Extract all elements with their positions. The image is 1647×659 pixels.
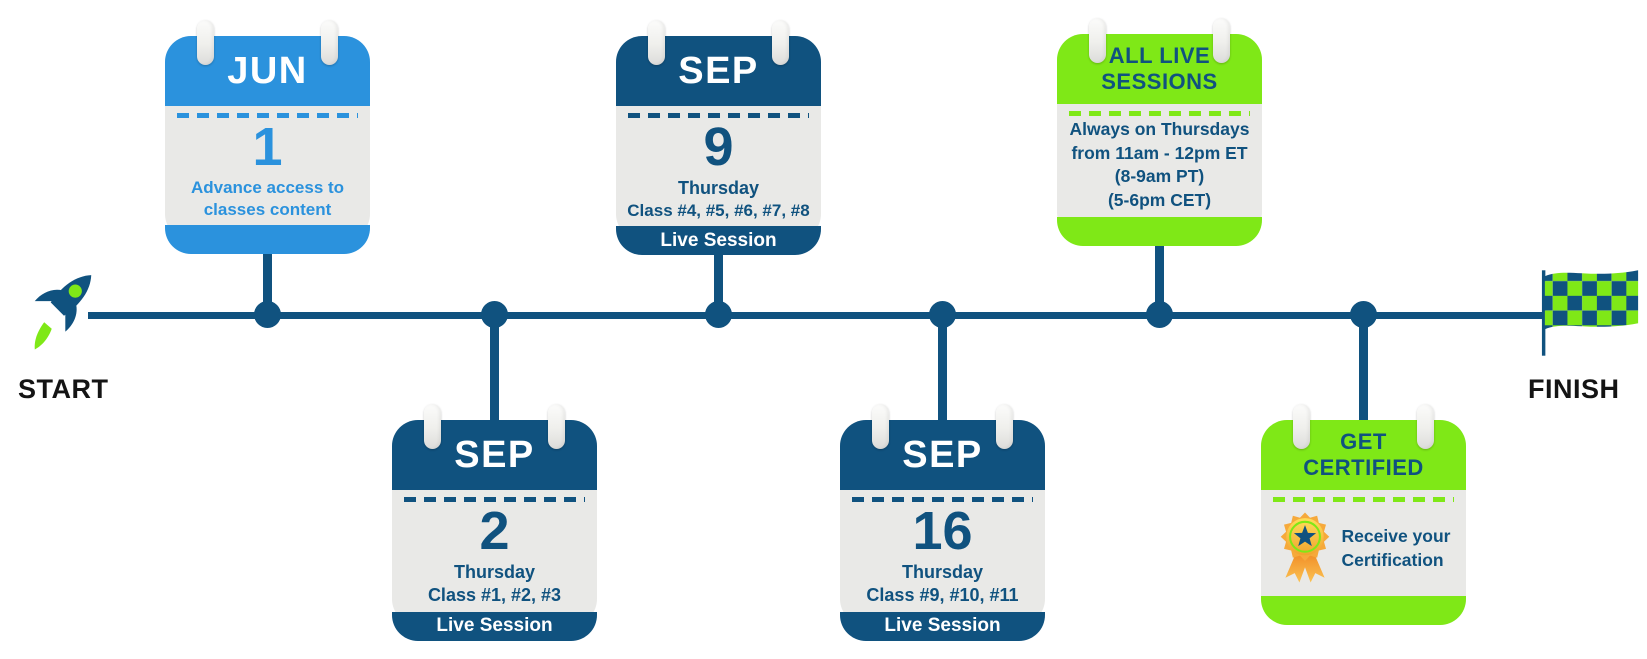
binder-ring-icon <box>1213 18 1230 63</box>
day-number: 2 <box>479 501 510 561</box>
card-footer <box>1057 216 1262 246</box>
card-body: 9 Thursday Class #4, #5, #6, #7, #8 <box>616 118 821 226</box>
card-header: ALL LIVE SESSIONS <box>1057 34 1262 104</box>
timeline-node-dot <box>1146 301 1173 328</box>
card-header: GET CERTIFIED <box>1261 420 1466 490</box>
card-sep-2: SEP 2 Thursday Class #1, #2, #3 Live Ses… <box>392 404 597 641</box>
dashed-separator <box>628 113 809 118</box>
binder-ring-icon <box>996 404 1013 449</box>
timeline-node-dot <box>705 301 732 328</box>
card-sep-9: SEP 9 Thursday Class #4, #5, #6, #7, #8 … <box>616 20 821 256</box>
timeline-node-dot <box>481 301 508 328</box>
card-all-live-sessions: ALL LIVE SESSIONS Always on Thursdays fr… <box>1057 18 1262 246</box>
timeline-connector <box>1155 230 1164 316</box>
card-body: 16 Thursday Class #9, #10, #11 <box>840 502 1045 612</box>
card-title-line: CERTIFIED <box>1303 455 1424 480</box>
timeline-node-dot <box>1350 301 1377 328</box>
dashed-separator <box>852 497 1033 502</box>
timeline-connector <box>938 315 947 423</box>
binder-ring-icon <box>1293 404 1310 449</box>
start-label: START <box>18 374 109 404</box>
card-header: SEP <box>616 36 821 106</box>
card-text-line: Certification <box>1341 550 1444 570</box>
dashed-separator <box>177 113 358 118</box>
month-label: SEP <box>454 434 535 476</box>
dashed-separator <box>1273 497 1454 502</box>
card-text-line: Thursday <box>453 562 536 582</box>
timeline-connector <box>1359 315 1368 423</box>
card-text-line: classes content <box>203 200 332 220</box>
day-number: 9 <box>703 117 734 177</box>
card-text-line: Thursday <box>677 178 760 198</box>
card-body: 1 Advance access to classes content <box>165 118 370 225</box>
month-label: SEP <box>902 434 983 476</box>
card-header: JUN <box>165 36 370 106</box>
dashed-separator <box>1069 111 1250 116</box>
checkered-flag-icon <box>1538 266 1644 365</box>
card-title-line: GET <box>1340 429 1387 455</box>
card-text-line: (8-9am PT) <box>1114 166 1205 187</box>
live-session-badge: Live Session <box>616 226 821 256</box>
card-footer <box>165 225 370 255</box>
rocket-icon <box>16 262 110 363</box>
live-session-badge: Live Session <box>840 611 1045 641</box>
day-number: 1 <box>252 117 283 177</box>
card-body: Always on Thursdays from 11am - 12pm ET … <box>1057 116 1262 217</box>
timeline-connector <box>714 230 723 316</box>
card-text-line: Receive your <box>1341 526 1451 547</box>
card-sep-16: SEP 16 Thursday Class #9, #10, #11 Live … <box>840 404 1045 641</box>
card-text-line: Class #9, #10, #11 <box>866 585 1019 606</box>
timeline-node-dot <box>929 301 956 328</box>
card-text-line: Advance access to <box>190 178 345 197</box>
binder-ring-icon <box>1089 18 1106 63</box>
binder-ring-icon <box>872 404 889 449</box>
card-header: SEP <box>392 420 597 490</box>
timeline-connector <box>263 230 272 316</box>
card-jun-1: JUN 1 Advance access to classes content <box>165 20 370 255</box>
card-text-line: (5-6pm CET) <box>1107 189 1212 210</box>
finish-label: FINISH <box>1528 374 1620 404</box>
timeline-node-dot <box>254 301 281 328</box>
card-title-line: ALL LIVE <box>1108 43 1211 69</box>
card-body: 2 Thursday Class #1, #2, #3 <box>392 502 597 612</box>
day-number: 16 <box>912 501 973 561</box>
card-get-certified: GET CERTIFIED <box>1261 404 1466 625</box>
card-text-line: Always on Thursdays <box>1069 119 1250 139</box>
timeline-connector <box>490 315 499 423</box>
binder-ring-icon <box>1417 404 1434 449</box>
month-label: JUN <box>227 50 308 92</box>
binder-ring-icon <box>321 20 338 65</box>
card-text-line: Thursday <box>901 562 984 582</box>
binder-ring-icon <box>772 20 789 65</box>
timeline-bar <box>88 312 1545 319</box>
card-text-line: Class #4, #5, #6, #7, #8 <box>627 201 810 221</box>
binder-ring-icon <box>424 404 441 449</box>
card-title-line: SESSIONS <box>1101 69 1218 94</box>
dashed-separator <box>404 497 585 502</box>
live-session-badge: Live Session <box>392 611 597 641</box>
binder-ring-icon <box>648 20 665 65</box>
card-text-line: Class #1, #2, #3 <box>427 585 562 606</box>
binder-ring-icon <box>548 404 565 449</box>
card-header: SEP <box>840 420 1045 490</box>
medal-icon <box>1277 508 1333 591</box>
card-text-line: from 11am - 12pm ET <box>1071 142 1248 163</box>
card-footer <box>1261 596 1466 625</box>
month-label: SEP <box>678 50 759 92</box>
binder-ring-icon <box>197 20 214 65</box>
card-body: Receive your Certification <box>1261 502 1466 596</box>
